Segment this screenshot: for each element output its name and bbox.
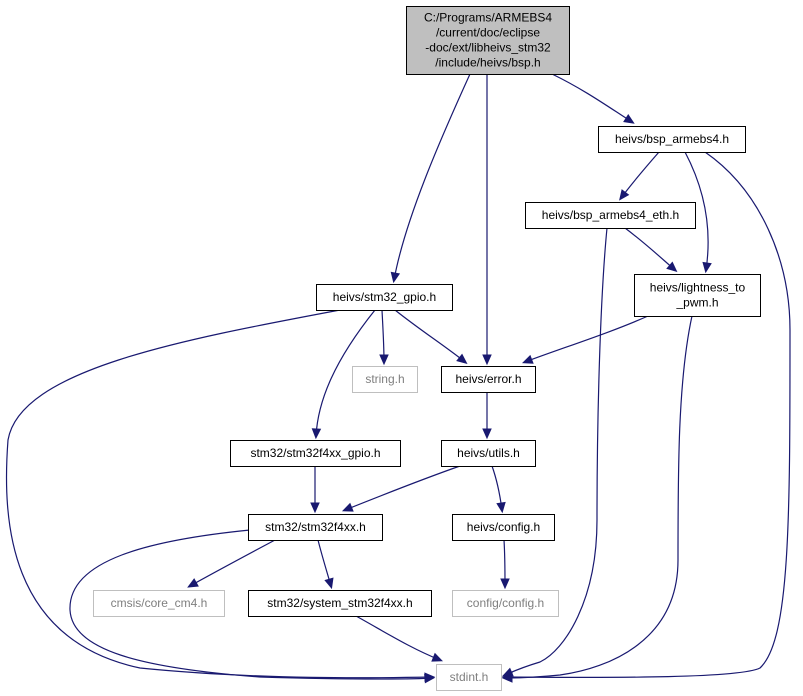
node-label-line: stm32/stm32f4xx_gpio.h	[250, 446, 380, 460]
node-label-line: heivs/stm32_gpio.h	[333, 290, 436, 304]
node-f4xx-gpio[interactable]: stm32/stm32f4xx_gpio.h	[230, 440, 401, 467]
edge-bsp_armebs4-to-lightness	[684, 151, 712, 274]
arrowhead-bsp-to-bsp_armebs4	[623, 113, 635, 124]
arrowhead-bsp_armebs4_eth-to-lightness	[666, 261, 678, 273]
edge-bsp_armebs4_eth-to-lightness	[624, 227, 678, 273]
arrowhead-stm32_gpio-to-error	[456, 353, 468, 365]
node-label-line: /include/heivs/bsp.h	[435, 56, 540, 70]
node-label-line: /current/doc/eclipse	[436, 26, 540, 40]
edge-stm32_gpio-to-error	[394, 309, 468, 365]
arrowhead-f4xx-to-system_f4xx	[324, 577, 334, 590]
node-config[interactable]: heivs/config.h	[452, 514, 555, 541]
node-label-line: config/config.h	[467, 596, 544, 610]
arrowhead-system_f4xx-to-stdint	[431, 652, 444, 662]
edge-stm32_gpio-to-stdint	[5, 309, 436, 682]
edge-bsp-to-stm32_gpio	[390, 73, 471, 284]
node-bsp[interactable]: C:/Programs/ARMEBS4/current/doc/eclipse-…	[406, 6, 570, 75]
arrowhead-lightness-to-error	[521, 354, 534, 364]
arrowhead-error-to-utils	[482, 428, 492, 440]
node-lightness[interactable]: heivs/lightness_to_pwm.h	[634, 274, 761, 317]
arrowhead-stm32_gpio-to-string	[379, 354, 389, 366]
node-box	[452, 514, 555, 541]
edge-f4xx-to-core_cm4	[187, 539, 276, 588]
node-config-config: config/config.h	[452, 590, 559, 617]
node-label-line: stm32/stm32f4xx.h	[265, 520, 366, 534]
node-bsp-armebs4-eth[interactable]: heivs/bsp_armebs4_eth.h	[525, 202, 696, 229]
arrowhead-f4xx-to-core_cm4	[187, 578, 199, 588]
arrowhead-bsp_armebs4-to-lightness	[702, 261, 712, 274]
node-stm32-gpio[interactable]: heivs/stm32_gpio.h	[316, 284, 453, 311]
edge-f4xx-to-stdint	[69, 529, 436, 684]
node-f4xx[interactable]: stm32/stm32f4xx.h	[248, 514, 383, 541]
node-box	[248, 514, 383, 541]
arrowhead-lightness-to-stdint	[501, 673, 513, 683]
node-label-line: heivs/error.h	[455, 372, 521, 386]
node-core-cm4: cmsis/core_cm4.h	[93, 590, 225, 617]
node-system-f4xx[interactable]: stm32/system_stm32f4xx.h	[248, 590, 432, 617]
edge-stm32_gpio-to-string	[379, 309, 389, 366]
edge-bsp-to-bsp_armebs4	[551, 73, 635, 124]
node-bsp-armebs4[interactable]: heivs/bsp_armebs4.h	[598, 126, 746, 153]
nodes-layer: C:/Programs/ARMEBS4/current/doc/eclipse-…	[93, 6, 761, 691]
arrowhead-f4xx_gpio-to-f4xx	[310, 502, 320, 514]
node-stdint: stdint.h	[436, 664, 502, 691]
edge-error-to-utils	[482, 391, 492, 440]
node-utils[interactable]: heivs/utils.h	[441, 440, 536, 467]
edge-system_f4xx-to-stdint	[355, 615, 444, 662]
edges-layer	[5, 73, 791, 684]
edge-lightness-to-error	[521, 315, 649, 364]
node-box	[406, 6, 570, 75]
node-box	[352, 366, 418, 393]
node-label-line: -doc/ext/libheivs_stm32	[425, 41, 551, 55]
edge-f4xx_gpio-to-f4xx	[310, 466, 320, 514]
node-box	[93, 590, 225, 617]
node-box	[525, 202, 696, 229]
arrowhead-config-to-config_config	[500, 578, 510, 590]
node-label-line: stdint.h	[450, 670, 489, 684]
arrowhead-bsp-to-stm32_gpio	[390, 271, 401, 284]
edge-stm32_gpio-to-f4xx_gpio	[311, 309, 376, 440]
node-box	[316, 284, 453, 311]
edge-config-to-config_config	[500, 539, 510, 590]
node-box	[230, 440, 401, 467]
node-label-line: cmsis/core_cm4.h	[111, 596, 208, 610]
node-label-line: C:/Programs/ARMEBS4	[424, 11, 552, 25]
node-label-line: _pwm.h	[675, 296, 718, 310]
arrowhead-f4xx-to-stdint	[424, 673, 436, 684]
node-box	[248, 590, 432, 617]
node-label-line: heivs/config.h	[467, 520, 540, 534]
node-box	[441, 366, 536, 393]
edge-utils-to-config	[491, 465, 506, 514]
arrowhead-bsp_armebs4-to-bsp_armebs4_eth	[619, 189, 630, 201]
node-box	[441, 440, 536, 467]
arrowhead-stm32_gpio-to-f4xx_gpio	[311, 428, 322, 440]
edge-f4xx-to-system_f4xx	[317, 539, 334, 590]
edge-utils-to-f4xx	[341, 465, 461, 512]
node-box	[452, 590, 559, 617]
edge-lightness-to-stdint	[501, 315, 693, 683]
node-error[interactable]: heivs/error.h	[441, 366, 536, 393]
node-box	[436, 664, 502, 691]
node-string: string.h	[352, 366, 418, 393]
node-label-line: heivs/bsp_armebs4_eth.h	[542, 208, 679, 222]
arrowhead-utils-to-f4xx	[341, 502, 354, 512]
arrowhead-utils-to-config	[496, 501, 506, 514]
node-label-line: heivs/lightness_to	[650, 281, 746, 295]
node-box	[634, 274, 761, 317]
edge-bsp-to-error	[482, 73, 492, 366]
node-label-line: heivs/utils.h	[457, 446, 520, 460]
edge-bsp_armebs4-to-bsp_armebs4_eth	[619, 151, 660, 201]
node-box	[598, 126, 746, 153]
node-label-line: heivs/bsp_armebs4.h	[615, 132, 729, 146]
node-label-line: string.h	[365, 372, 404, 386]
node-label-line: stm32/system_stm32f4xx.h	[267, 596, 412, 610]
arrowhead-bsp-to-error	[482, 354, 492, 366]
